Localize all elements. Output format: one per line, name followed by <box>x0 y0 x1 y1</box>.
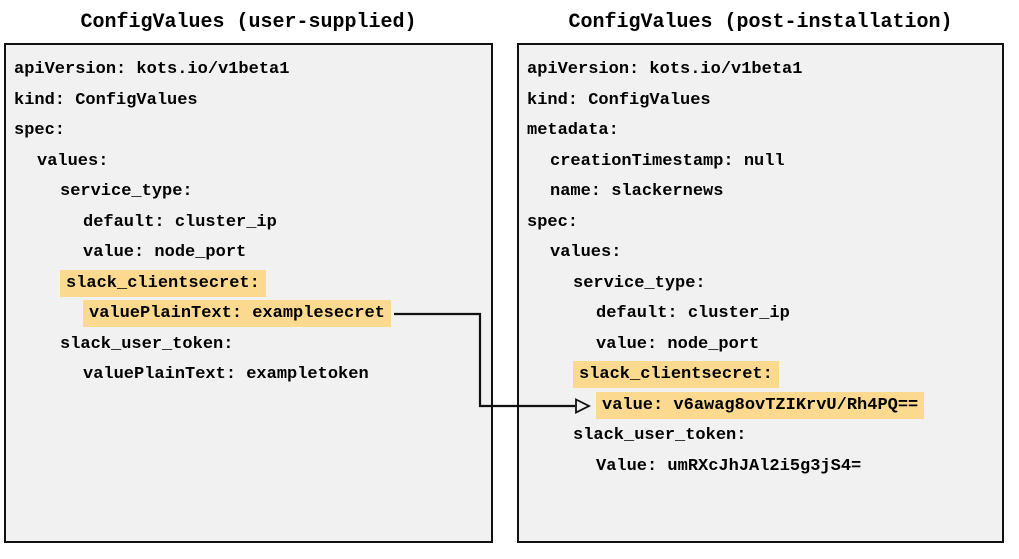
code-text: default: cluster_ip <box>83 212 277 232</box>
post-installation-config-panel: apiVersion: kots.io/v1beta1 kind: ConfigV… <box>517 43 1004 543</box>
code-text: value: node_port <box>596 334 760 354</box>
code-line: kind: ConfigValues <box>519 86 1002 117</box>
code-line: service_type: <box>6 177 491 208</box>
code-line: slack_clientsecret: <box>6 269 491 300</box>
code-text: spec: <box>527 212 579 232</box>
code-line: valuePlainText: examplesecret <box>6 299 491 330</box>
code-text: value: node_port <box>83 243 247 262</box>
code-line: value: node_port <box>6 238 491 269</box>
code-line: default: cluster_ip <box>6 208 491 239</box>
highlighted-code-text: value: v6awag8ovTZIKrvU/Rh4PQ== <box>596 391 925 419</box>
code-text: values: <box>550 243 622 262</box>
code-text: apiVersion: kots.io/v1beta1 <box>14 60 290 79</box>
code-line: spec: <box>6 116 491 147</box>
code-line: kind: ConfigValues <box>6 86 491 117</box>
code-line: value: v6awag8ovTZIKrvU/Rh4PQ== <box>519 391 1002 422</box>
code-line: valuePlainText: exampletoken <box>6 360 491 391</box>
code-text: kind: ConfigValues <box>527 90 711 110</box>
highlighted-code-text: slack_clientsecret: <box>573 361 779 388</box>
code-line: values: <box>519 238 1002 269</box>
code-line: default: cluster_ip <box>519 299 1002 330</box>
code-text: apiVersion: kots.io/v1beta1 <box>527 60 803 79</box>
code-line: values: <box>6 147 491 178</box>
right-panel-title: ConfigValues (post-installation) <box>568 11 953 34</box>
code-text: default: cluster_ip <box>596 304 790 323</box>
code-line: apiVersion: kots.io/v1beta1 <box>6 55 491 86</box>
code-text: kind: ConfigValues <box>14 90 198 110</box>
code-line: spec: <box>519 208 1002 239</box>
code-text: valuePlainText: exampletoken <box>83 365 369 384</box>
code-text: service_type: <box>573 273 706 293</box>
highlighted-code-text: slack_clientsecret: <box>60 269 266 297</box>
code-lines: apiVersion: kots.io/v1beta1 kind: ConfigV… <box>6 45 491 391</box>
code-text: values: <box>37 151 109 171</box>
code-text: slack_user_token: <box>573 426 747 445</box>
code-line: slack_user_token: <box>519 421 1002 452</box>
code-lines: apiVersion: kots.io/v1beta1 kind: ConfigV… <box>519 45 1002 482</box>
code-text: slack_user_token: <box>60 334 234 354</box>
code-text: service_type: <box>60 182 193 201</box>
code-line: slack_user_token: <box>6 330 491 361</box>
code-line: apiVersion: kots.io/v1beta1 <box>519 55 1002 86</box>
code-text: Value: umRXcJhJAl2i5g3jS4= <box>596 456 862 476</box>
code-line: creationTimestamp: null <box>519 147 1002 178</box>
user-supplied-config-panel: apiVersion: kots.io/v1beta1 kind: ConfigV… <box>4 43 493 543</box>
code-line: Value: umRXcJhJAl2i5g3jS4= <box>519 452 1002 483</box>
code-text: metadata: <box>527 121 619 140</box>
highlighted-code-text: valuePlainText: examplesecret <box>83 300 391 327</box>
code-line: slack_clientsecret: <box>519 360 1002 391</box>
code-line: metadata: <box>519 116 1002 147</box>
left-panel-title: ConfigValues (user-supplied) <box>80 11 417 34</box>
code-text: spec: <box>14 121 66 140</box>
code-line: value: node_port <box>519 330 1002 361</box>
code-line: name: slackernews <box>519 177 1002 208</box>
code-text: creationTimestamp: null <box>550 151 785 171</box>
code-text: name: slackernews <box>550 182 724 201</box>
code-line: service_type: <box>519 269 1002 300</box>
